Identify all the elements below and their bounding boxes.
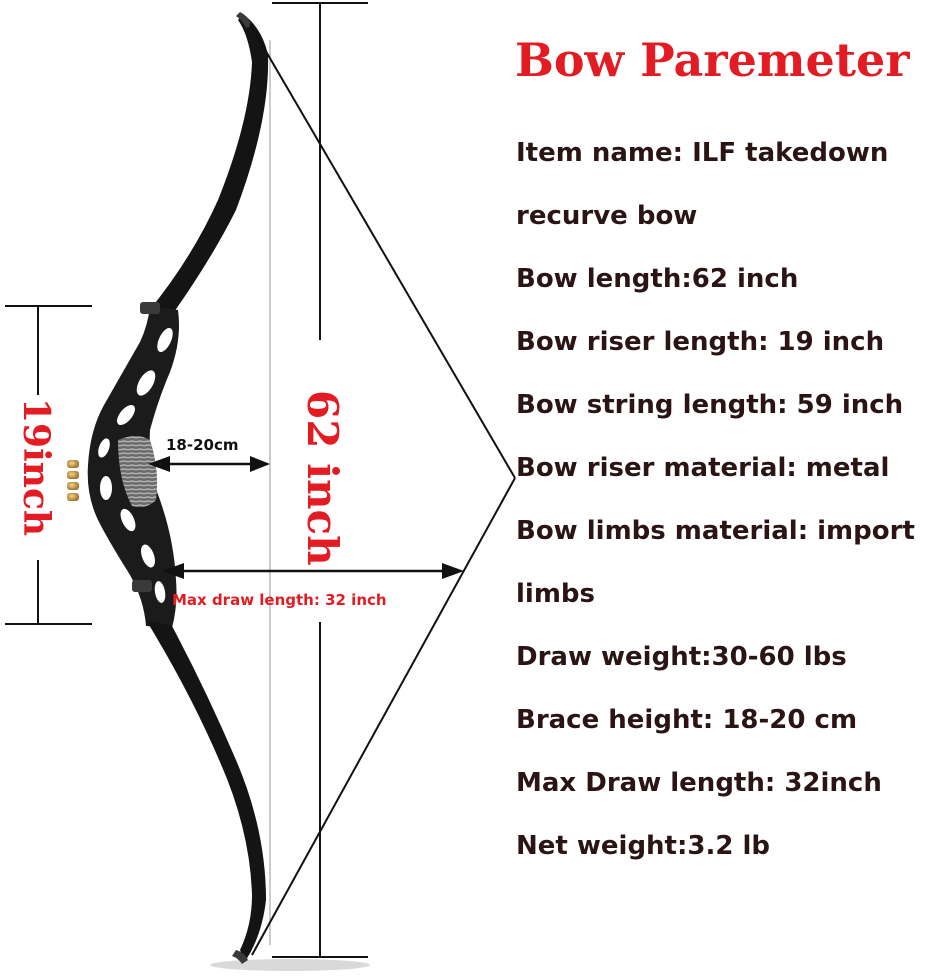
lower-limb-tip [232,950,248,964]
spec-line: Bow string length: 59 inch [516,390,904,420]
drawn-string-triangle [249,23,516,956]
riser-length-label: 19inch [15,398,57,536]
spec-line: Draw weight:30-60 lbs [516,642,847,672]
spec-line: Item name: ILF takedown [516,138,889,168]
spec-line: Net weight:3.2 lb [516,831,771,861]
spec-line: limbs [516,579,596,609]
spec-line: Max Draw length: 32inch [516,768,882,798]
brace-height-label: 18-20cm [166,436,239,454]
spec-line: Bow riser length: 19 inch [516,327,885,357]
spec-line: Bow riser material: metal [516,453,890,483]
bow-length-dimension [272,2,368,958]
lower-limb [146,620,266,960]
upper-limb-pocket [140,302,160,314]
spec-line: recurve bow [516,201,698,231]
draw-length-arrow [162,563,464,579]
spec-line: Bow length:62 inch [516,264,799,294]
upper-limb-tip [236,12,252,28]
bow-length-label: 62 inch [298,390,347,566]
riser-length-dimension [5,305,92,625]
brace-height-arrow [148,456,270,472]
draw-length-label: Max draw length: 32 inch [172,591,387,609]
spec-title: Bow Paremeter [515,33,910,87]
floor-shadow [210,959,370,971]
spec-line: Brace height: 18-20 cm [516,705,858,735]
riser-cutouts [98,327,173,603]
brass-bushing-icon [67,460,79,501]
upper-limb [148,14,269,312]
spec-line: Bow limbs material: import [516,516,915,546]
lower-limb-pocket [132,580,152,592]
wood-grain-grip-icon [118,436,158,508]
